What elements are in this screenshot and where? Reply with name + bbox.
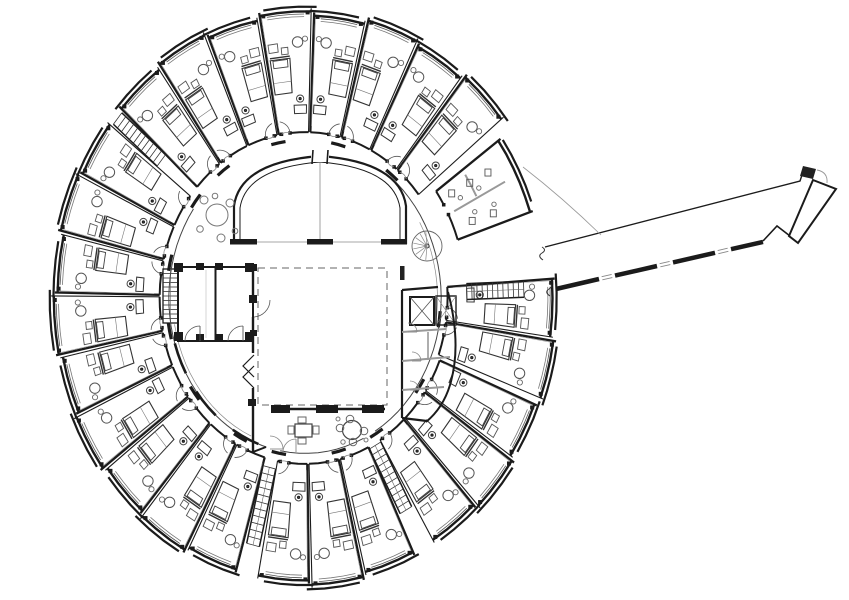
guest-room — [340, 16, 424, 151]
entry-walkway — [522, 166, 838, 297]
guest-room — [69, 366, 189, 471]
guest-room — [52, 233, 174, 298]
guest-room — [76, 122, 202, 227]
radial-stair — [112, 112, 167, 167]
inner-corridor-arcs — [168, 182, 442, 454]
radial-stair — [245, 465, 277, 548]
spiral-stair — [411, 230, 443, 262]
guest-room — [257, 449, 314, 587]
guest-room — [437, 321, 558, 406]
guest-room — [309, 9, 366, 149]
guest-room — [202, 16, 286, 147]
guest-room — [396, 74, 509, 196]
guest-room — [187, 432, 266, 577]
guest-room — [370, 39, 463, 182]
guest-room — [48, 289, 164, 357]
rock-garden — [196, 192, 239, 243]
service-core — [400, 285, 457, 423]
guest-room — [258, 5, 317, 137]
courtyard — [242, 264, 405, 453]
arched-hall — [230, 149, 408, 245]
guest-room — [414, 359, 541, 458]
radial-stair — [368, 441, 413, 515]
guest-room — [114, 66, 231, 188]
guest-room — [369, 418, 481, 543]
washroom-cluster — [435, 137, 534, 241]
radial-stair — [466, 280, 525, 301]
meeting-rooms — [174, 263, 254, 342]
guest-room — [331, 446, 420, 576]
guest-room — [56, 167, 175, 261]
guest-room — [404, 391, 515, 514]
guest-room — [156, 27, 248, 164]
guest-room — [59, 322, 174, 420]
guest-room — [306, 458, 365, 591]
courtyard-furniture — [287, 414, 369, 447]
guest-room — [134, 423, 237, 553]
guest-room — [105, 385, 211, 519]
